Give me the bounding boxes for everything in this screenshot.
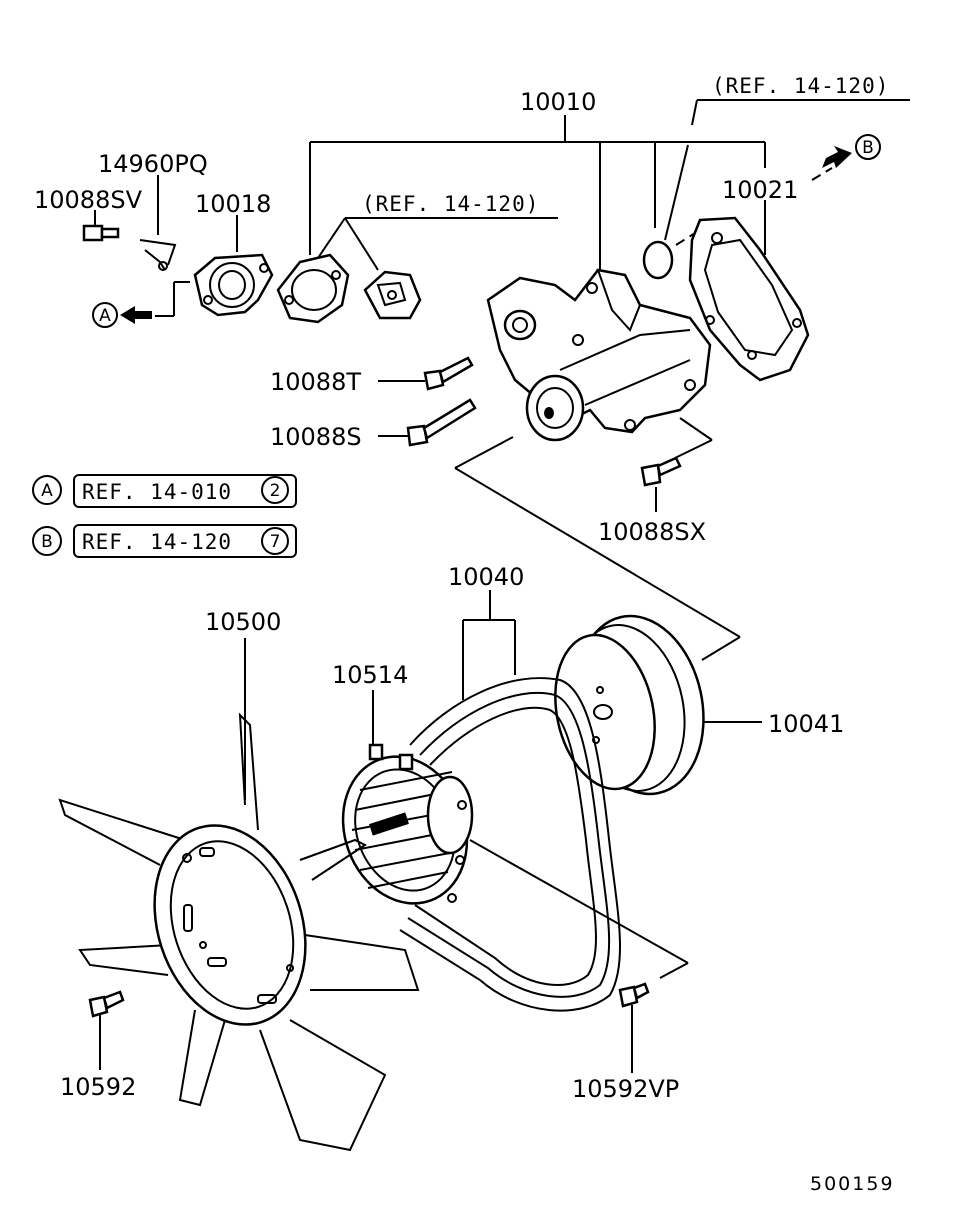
pump-gasket [688,216,810,382]
label-10041: 10041 [768,710,844,738]
legend-a-num: 2 [270,481,281,501]
legend-a-letter: A [41,481,53,501]
bolt-10088s [406,398,477,447]
label-10514: 10514 [332,661,408,689]
bolt-10592vp [618,982,650,1008]
label-10018: 10018 [195,190,271,218]
legend-b-num: 7 [270,532,281,552]
marker-a: A [92,302,152,328]
leader-lines [94,99,910,1073]
label-10592vp: 10592VP [572,1075,679,1103]
cooling-fan [58,712,420,1152]
legend-row-b: B REF. 14-120 7 [32,524,297,558]
bolt-10088sv [82,224,120,242]
bolt-10088t [423,356,474,391]
o-ring [642,240,674,280]
ref-top-right: (REF. 14-120) [712,74,889,98]
marker-b-letter: B [862,138,874,158]
thermostat-case [193,253,274,317]
legend-b-ref: REF. 14-120 [82,530,232,554]
clip-14960pq [139,239,177,271]
v-belt [399,677,621,1012]
marker-a-letter: A [99,306,111,326]
bolt-10592 [88,990,125,1018]
thermostat-gasket [276,253,350,324]
label-10021: 10021 [722,176,798,204]
label-14960pq: 14960PQ [98,150,208,178]
pulley [554,614,705,796]
fan-clutch [341,743,474,905]
label-10088t: 10088T [270,368,361,396]
label-10088s: 10088S [270,423,362,451]
legend-row-a: A REF. 14-010 2 [32,474,297,508]
label-10040: 10040 [448,563,524,591]
bolt-10088sx [640,456,682,487]
legend: A REF. 14-010 2 B REF. 14-120 7 [32,474,297,558]
label-10088sx: 10088SX [598,518,706,546]
label-10010: 10010 [520,88,596,116]
thermostat [363,270,422,320]
label-10088sv: 10088SV [34,186,143,214]
water-pump [486,268,712,442]
part-labels: 10010 10021 10018 14960PQ 10088SV 10088T… [34,74,889,1103]
ref-thermostat: (REF. 14-120) [362,192,539,216]
marker-b: B [822,134,881,168]
label-10500: 10500 [205,608,281,636]
legend-b-letter: B [41,532,53,552]
legend-a-ref: REF. 14-010 [82,480,232,504]
document-code: 500159 [810,1173,895,1195]
label-10592: 10592 [60,1073,136,1101]
